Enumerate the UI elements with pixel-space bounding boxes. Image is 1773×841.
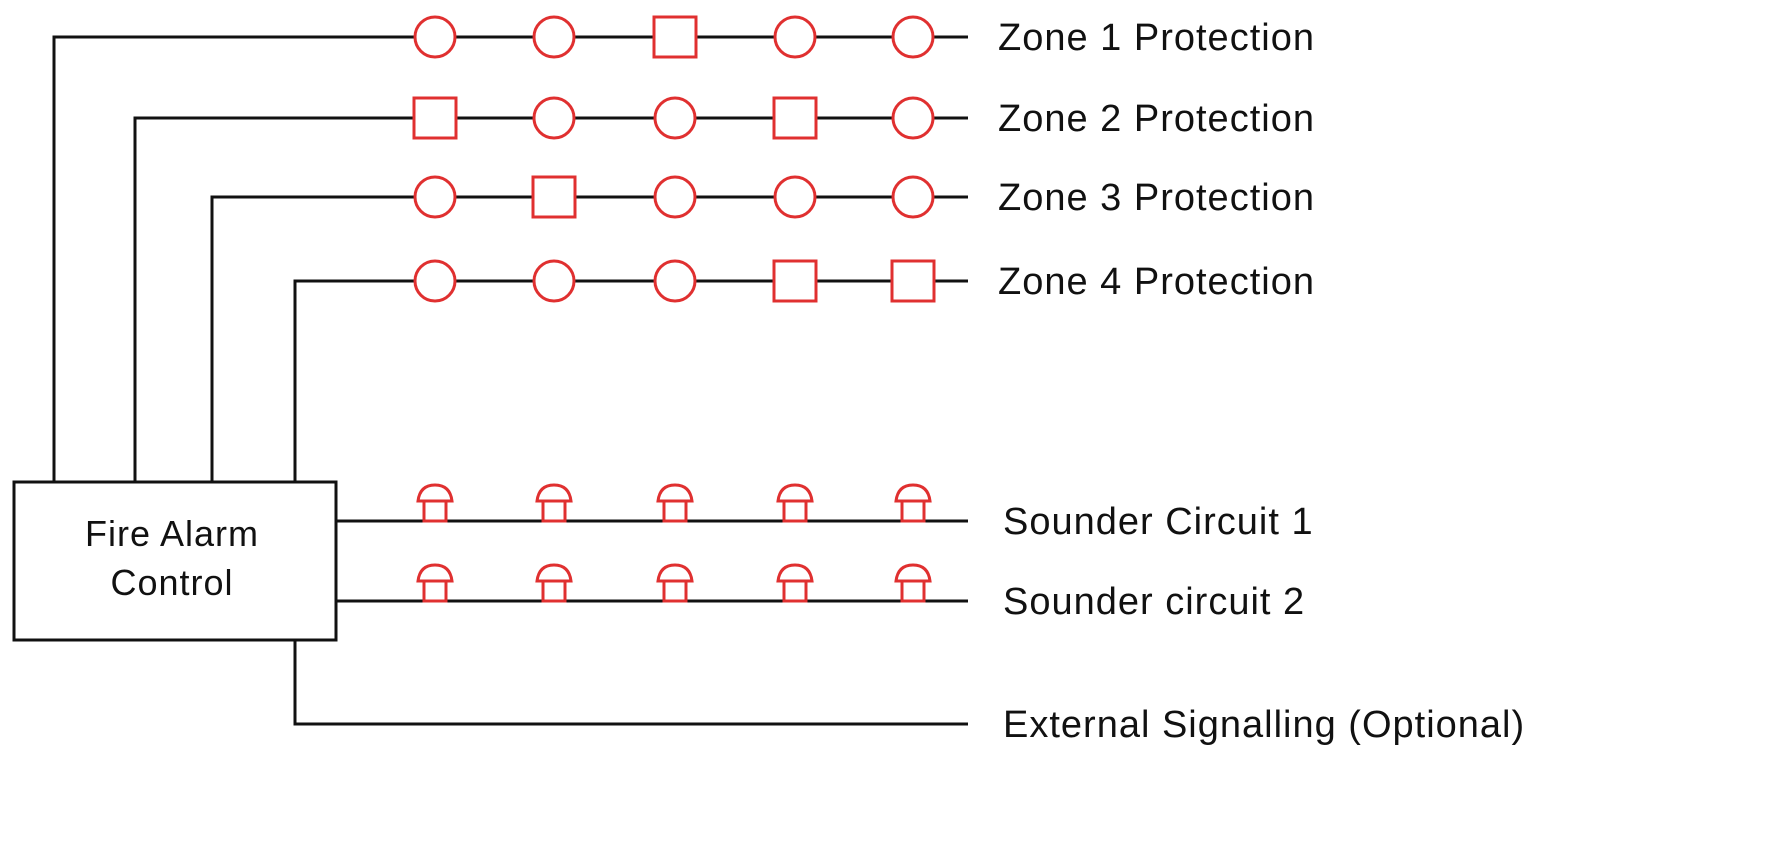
smoke-detector-icon <box>891 175 935 219</box>
external-signalling-label: External Signalling (Optional) <box>1003 704 1525 746</box>
heat-detector-icon <box>772 259 818 303</box>
control-panel-box <box>12 480 338 642</box>
control-panel-label-line1: Fire Alarm <box>85 513 259 554</box>
smoke-detector-icon <box>413 175 457 219</box>
zone-circuits: Zone 1 Protection Zone 2 Protection Zone… <box>52 15 1315 482</box>
sounder-icon <box>656 563 694 603</box>
sounder-icon <box>776 483 814 523</box>
smoke-detector-icon <box>891 15 935 59</box>
heat-detector-icon <box>652 15 698 59</box>
zone-3-wire <box>210 195 968 482</box>
zone-circuit-4: Zone 4 Protection <box>293 259 1315 482</box>
sounder-circuit-1-devices <box>416 483 932 523</box>
zone-circuit-2: Zone 2 Protection <box>133 96 1315 482</box>
smoke-detector-icon <box>532 15 576 59</box>
control-panel-label-line2: Control <box>110 562 233 603</box>
zone-4-wire <box>293 279 968 482</box>
heat-detector-icon <box>772 96 818 140</box>
zone-2-devices <box>412 96 935 140</box>
sounder-icon <box>416 483 454 523</box>
sounder-icon <box>894 563 932 603</box>
sounder-icon <box>776 563 814 603</box>
sounder-circuits: Sounder Circuit 1 Sounder circuit 2 <box>336 483 1314 623</box>
zone-1-label: Zone 1 Protection <box>998 17 1315 59</box>
zone-4-label: Zone 4 Protection <box>998 261 1315 303</box>
smoke-detector-icon <box>532 96 576 140</box>
sounder-icon <box>416 563 454 603</box>
external-signalling-wire <box>293 640 968 726</box>
zone-2-label: Zone 2 Protection <box>998 98 1315 140</box>
zone-3-label: Zone 3 Protection <box>998 177 1315 219</box>
smoke-detector-icon <box>773 175 817 219</box>
external-signalling: External Signalling (Optional) <box>293 640 1525 746</box>
sounder-icon <box>656 483 694 523</box>
sounder-circuit-2-label: Sounder circuit 2 <box>1003 581 1305 623</box>
smoke-detector-icon <box>653 259 697 303</box>
sounder-circuit-1-label: Sounder Circuit 1 <box>1003 501 1314 543</box>
zone-1-devices <box>413 15 935 59</box>
fire-alarm-control-panel: Fire Alarm Control <box>12 480 338 642</box>
sounder-icon <box>535 483 573 523</box>
smoke-detector-icon <box>773 15 817 59</box>
zone-circuit-3: Zone 3 Protection <box>210 175 1315 482</box>
heat-detector-icon <box>890 259 936 303</box>
zone-1-wire <box>52 35 968 482</box>
sounder-circuit-2-devices <box>416 563 932 603</box>
smoke-detector-icon <box>891 96 935 140</box>
zone-4-devices <box>413 259 936 303</box>
smoke-detector-icon <box>413 259 457 303</box>
sounder-icon <box>894 483 932 523</box>
smoke-detector-icon <box>653 96 697 140</box>
sounder-circuit-2: Sounder circuit 2 <box>336 563 1305 623</box>
smoke-detector-icon <box>653 175 697 219</box>
zone-3-devices <box>413 175 935 219</box>
smoke-detector-icon <box>413 15 457 59</box>
sounder-circuit-1: Sounder Circuit 1 <box>336 483 1314 543</box>
heat-detector-icon <box>531 175 577 219</box>
heat-detector-icon <box>412 96 458 140</box>
sounder-icon <box>535 563 573 603</box>
zone-circuit-1: Zone 1 Protection <box>52 15 1315 482</box>
smoke-detector-icon <box>532 259 576 303</box>
